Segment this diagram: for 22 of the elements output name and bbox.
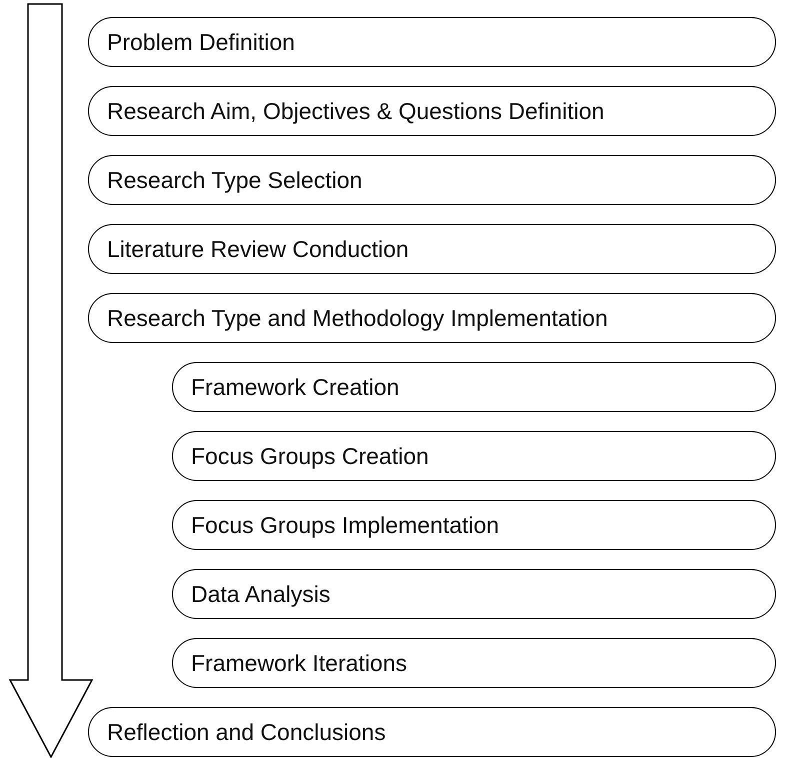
step-box (172, 638, 776, 688)
step-label: Research Aim, Objectives & Questions Definition (107, 98, 604, 124)
step-label: Focus Groups Creation (191, 442, 429, 470)
step-label: Research Type and Methodology Implementation (107, 304, 608, 332)
step-label: Reflection and Conclusions (107, 718, 386, 746)
step-box (88, 707, 776, 757)
step-box (172, 362, 776, 412)
step-label: Framework Creation (191, 374, 400, 400)
step-label: Focus Groups Implementation (191, 512, 500, 538)
step-label: Data Analysis (191, 580, 330, 608)
step-box (172, 569, 776, 619)
step-box (88, 293, 776, 343)
step-label: Literature Review Conduction (107, 236, 409, 262)
step-box (88, 224, 776, 274)
step-label: Problem Definition (107, 28, 295, 56)
step-box (88, 86, 776, 136)
step-box (172, 431, 776, 481)
step-box (172, 500, 776, 550)
step-label: Research Type Selection (107, 166, 362, 194)
step-box (88, 155, 776, 205)
step-label: Framework Iterations (191, 650, 408, 676)
step-box (88, 17, 776, 67)
